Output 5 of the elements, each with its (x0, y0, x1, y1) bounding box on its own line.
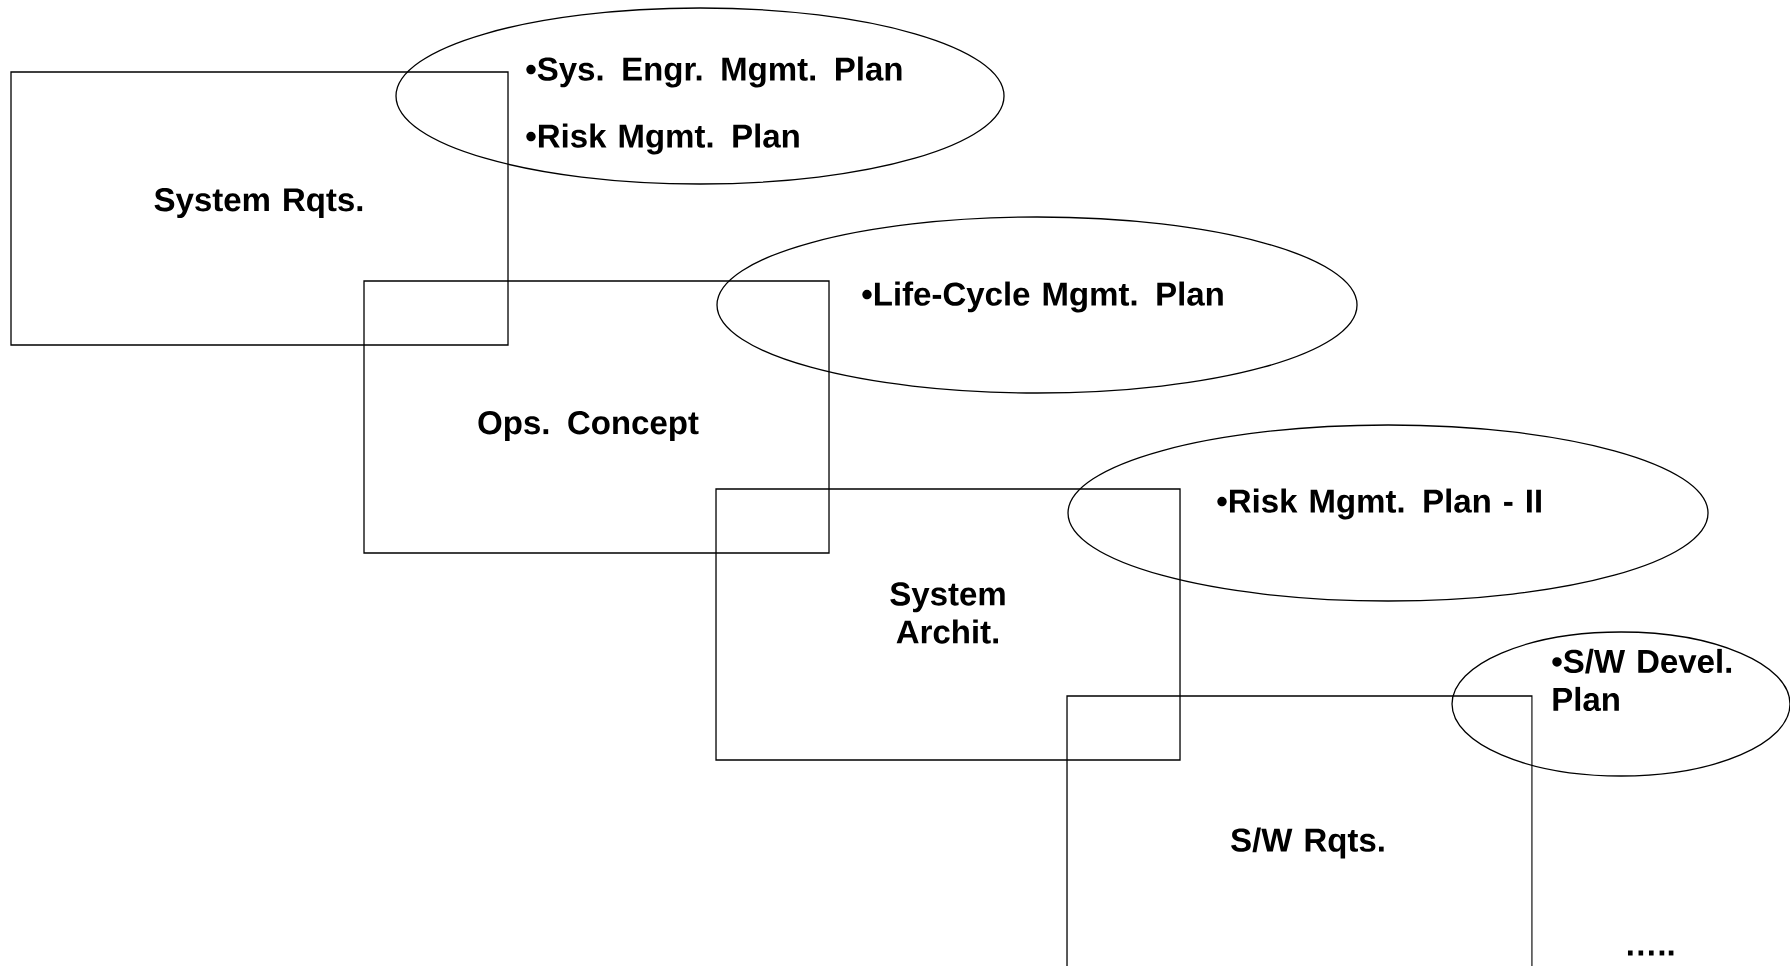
process-box: S/W Rqts. (1066, 695, 1533, 966)
process-box: System Archit. (715, 488, 1181, 761)
process-box: System Rqts. (10, 71, 509, 346)
process-box: Ops. Concept (363, 280, 830, 554)
continuation-dots: ….. (1628, 950, 1674, 956)
